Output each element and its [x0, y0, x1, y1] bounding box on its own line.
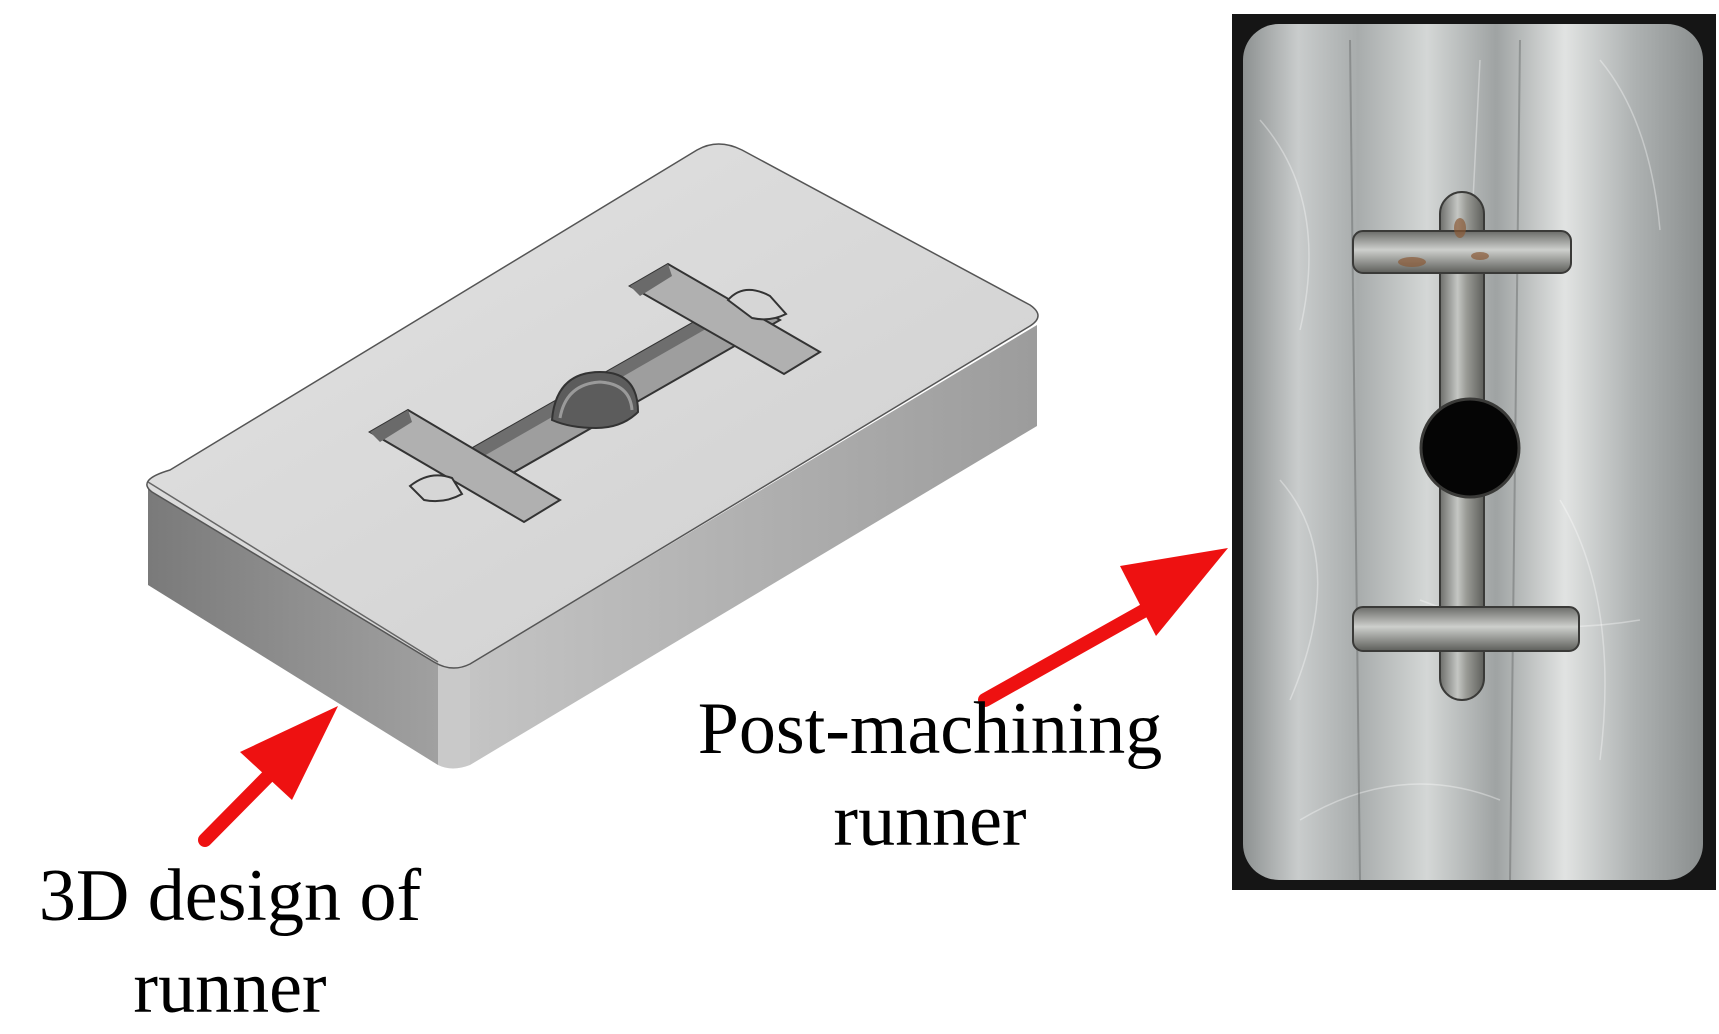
photo-lower-arm	[1352, 606, 1580, 652]
label-3d-design-line1: 3D design of	[38, 855, 422, 937]
label-post-machining-line1: Post-machining	[697, 688, 1163, 770]
block-corner-edge	[438, 662, 470, 769]
machined-runner-photo	[1232, 14, 1716, 890]
runner-cavity	[368, 262, 822, 524]
runner-3d-model	[146, 143, 1039, 769]
label-post-machining-line2: runner	[833, 780, 1027, 862]
block-side-face	[470, 325, 1037, 765]
red-arrow-icon	[198, 706, 338, 847]
photo-gate-hole	[1419, 397, 1521, 499]
block-front-face	[148, 482, 438, 765]
label-post-machining: Post-machining runner	[660, 683, 1200, 867]
label-3d-design-line2: runner	[133, 947, 327, 1029]
label-3d-design: 3D design of runner	[0, 850, 460, 1034]
red-arrow-icon	[978, 548, 1228, 707]
rust-spots	[1398, 218, 1489, 267]
